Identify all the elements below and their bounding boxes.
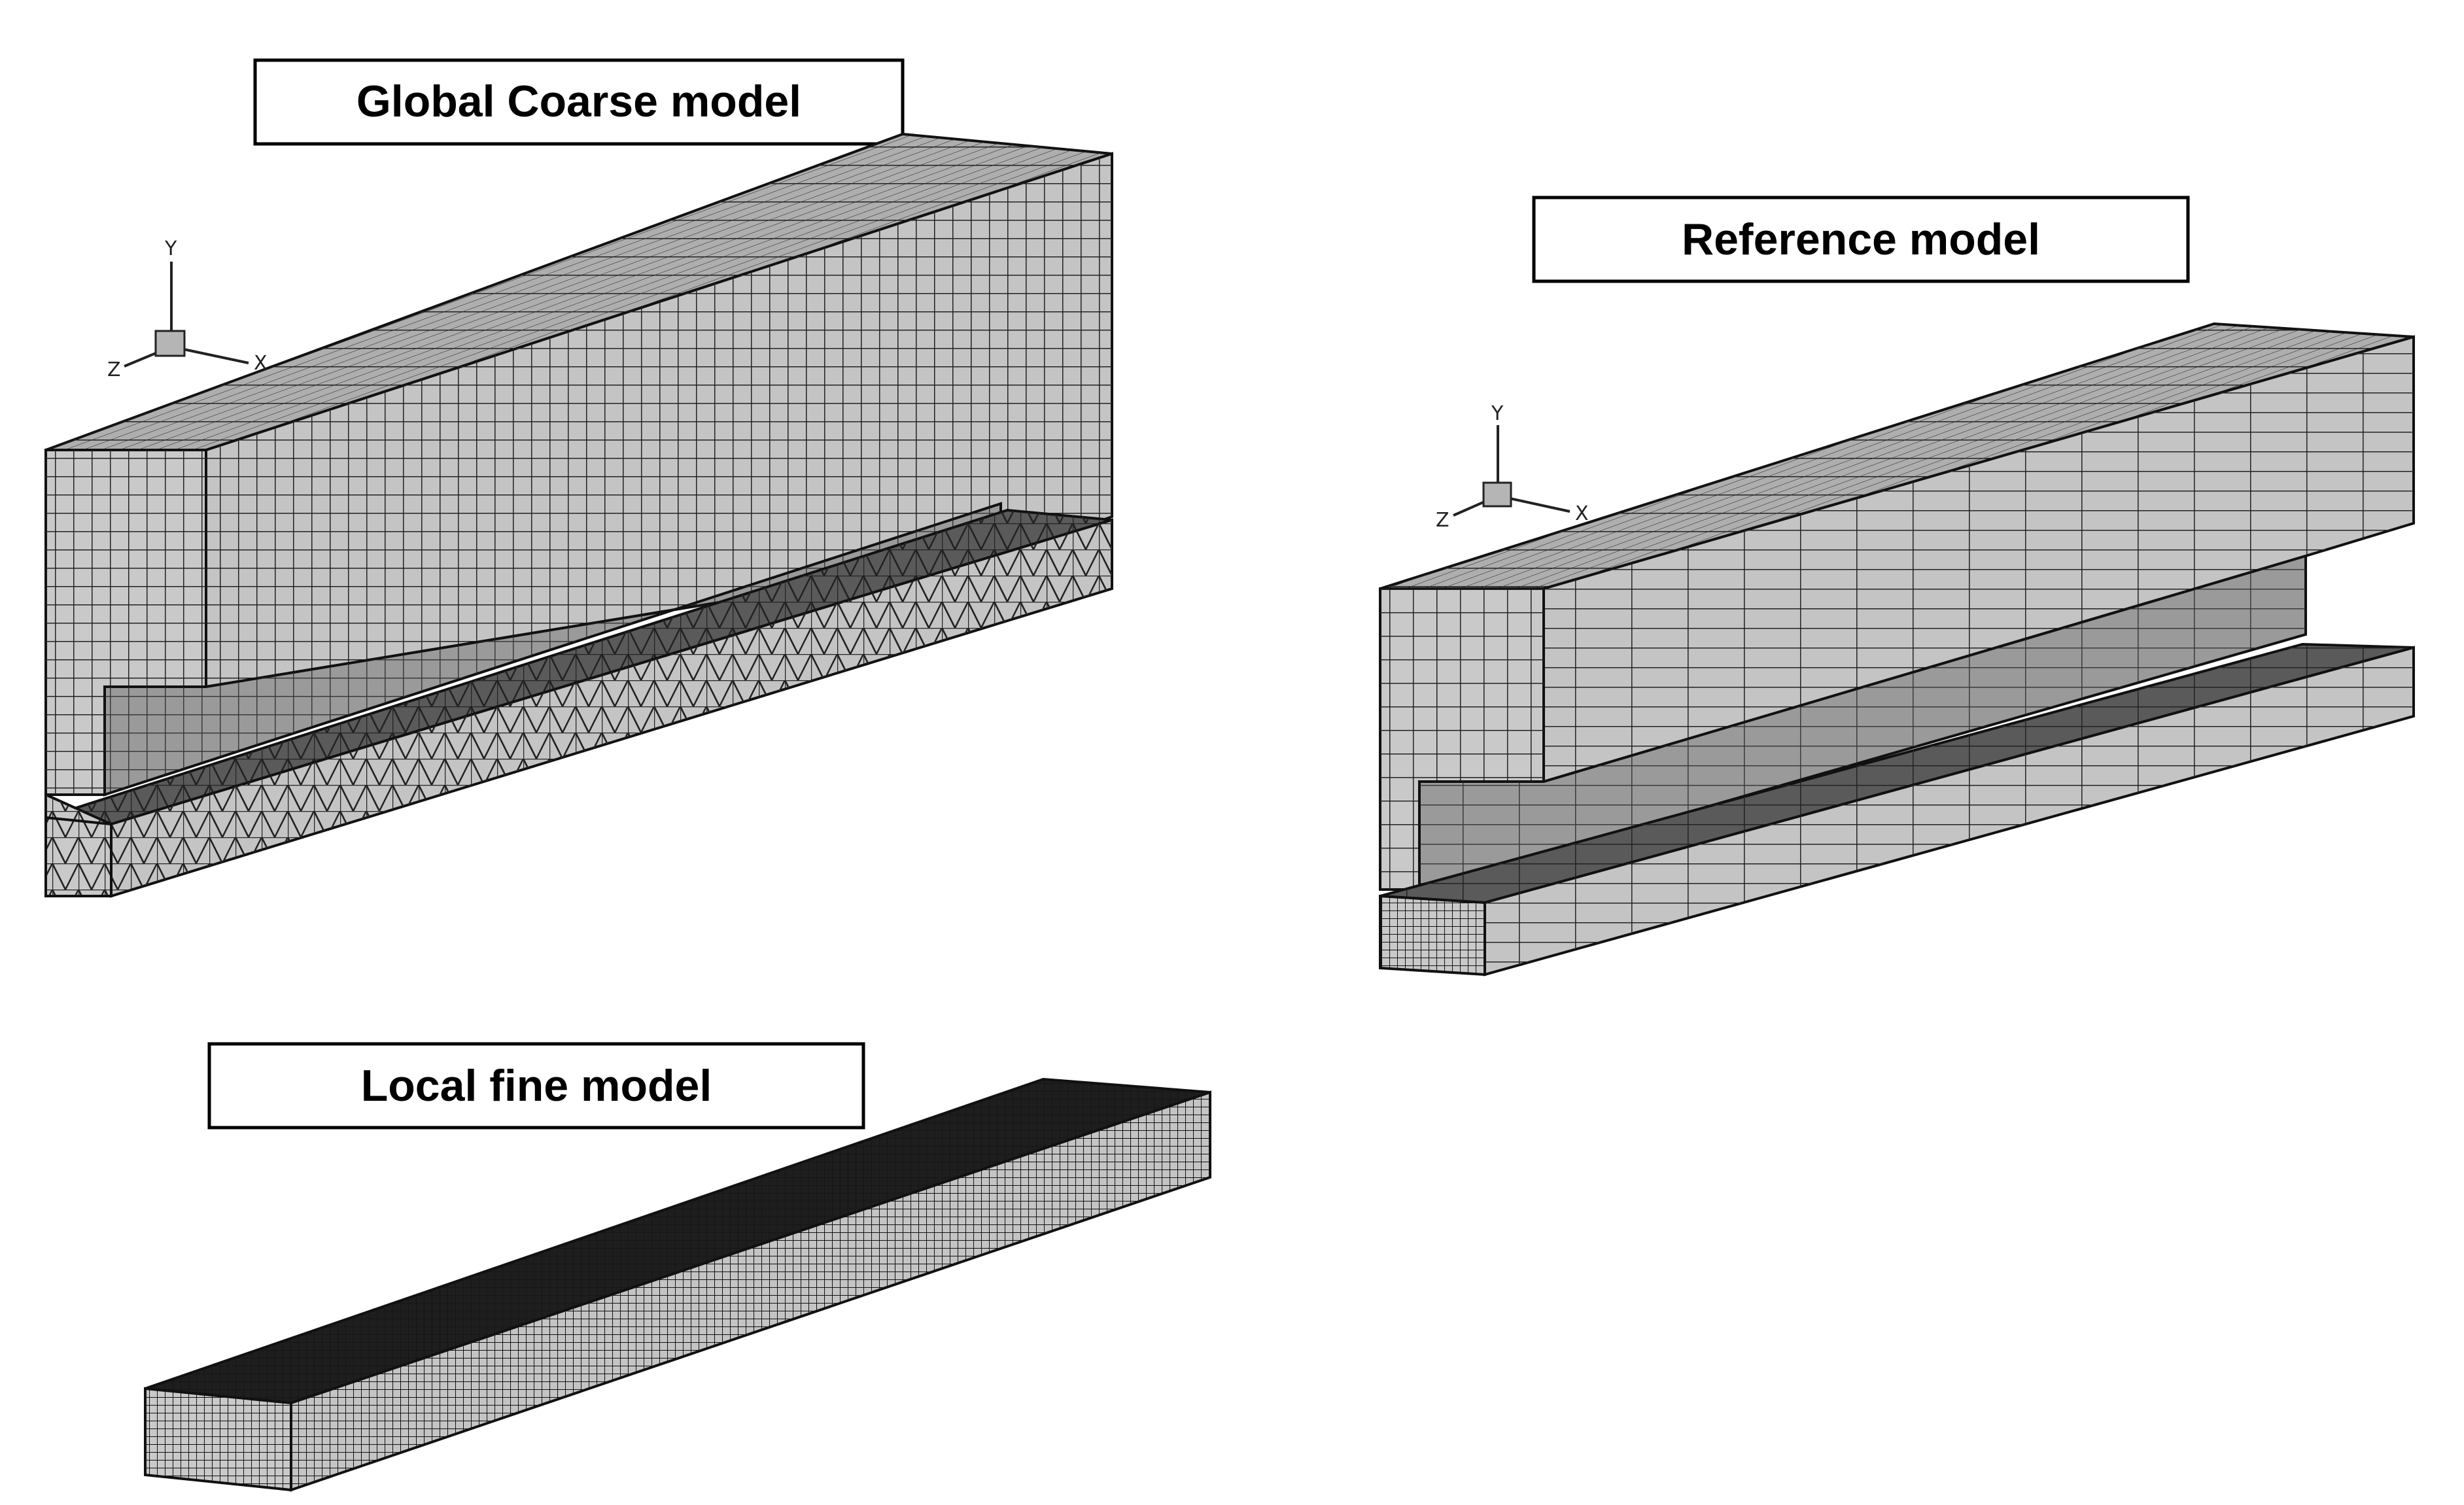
global-axis-z-label: Z [107,358,121,381]
global-axis-cube [154,330,186,357]
local-side-mesh [291,1092,1210,1490]
reference-axis-x-label: X [1575,502,1589,525]
local-fine-label-box [207,1042,865,1130]
global-upper-top-mesh [46,134,1112,450]
reference-model: Reference model Y X Z [1379,196,2415,977]
reference-label: Reference model [1532,196,2190,283]
reference-lower-side-mesh [1485,648,2414,975]
reference-axis-cube [1482,481,1512,508]
global-lower-side-mesh [111,520,1112,896]
global-lower-top-mesh [46,510,1112,824]
global-axis-x-label: X [254,352,268,375]
reference-upper-side-mesh [1544,337,2414,782]
local-fine-label: Local fine model [207,1042,865,1130]
global-coarse-title: Global Coarse model [356,77,801,126]
reference-web-mesh [1419,556,2306,890]
local-top-mesh [145,1079,1210,1403]
reference-label-box [1532,196,2190,283]
global-web-mesh [105,504,1001,795]
global-upper-front-mesh [46,450,206,795]
reference-title: Reference model [1682,215,2040,264]
global-coarse-model: Global Coarse model Y X Z [44,58,1113,898]
global-axis-triad: Y X Z [107,237,268,381]
reference-axis-y-label: Y [1491,402,1504,425]
reference-lower-front-mesh [1380,896,1485,975]
reference-axis-triad: Y X Z [1436,402,1589,532]
reference-upper-top-mesh [1380,324,2414,589]
reference-axis-z-label: Z [1436,509,1449,532]
reference-upper-front-mesh [1380,589,1544,890]
global-axis-y-label: Y [164,237,177,260]
reference-lower-top-mesh [1380,644,2414,903]
local-fine-title: Local fine model [361,1061,712,1111]
local-front-mesh [145,1389,291,1490]
global-lower-front-outline [44,816,113,897]
local-fine-model: Local fine model [144,1042,1211,1492]
global-coarse-label: Global Coarse model [253,58,905,146]
global-coarse-label-box [253,58,905,146]
